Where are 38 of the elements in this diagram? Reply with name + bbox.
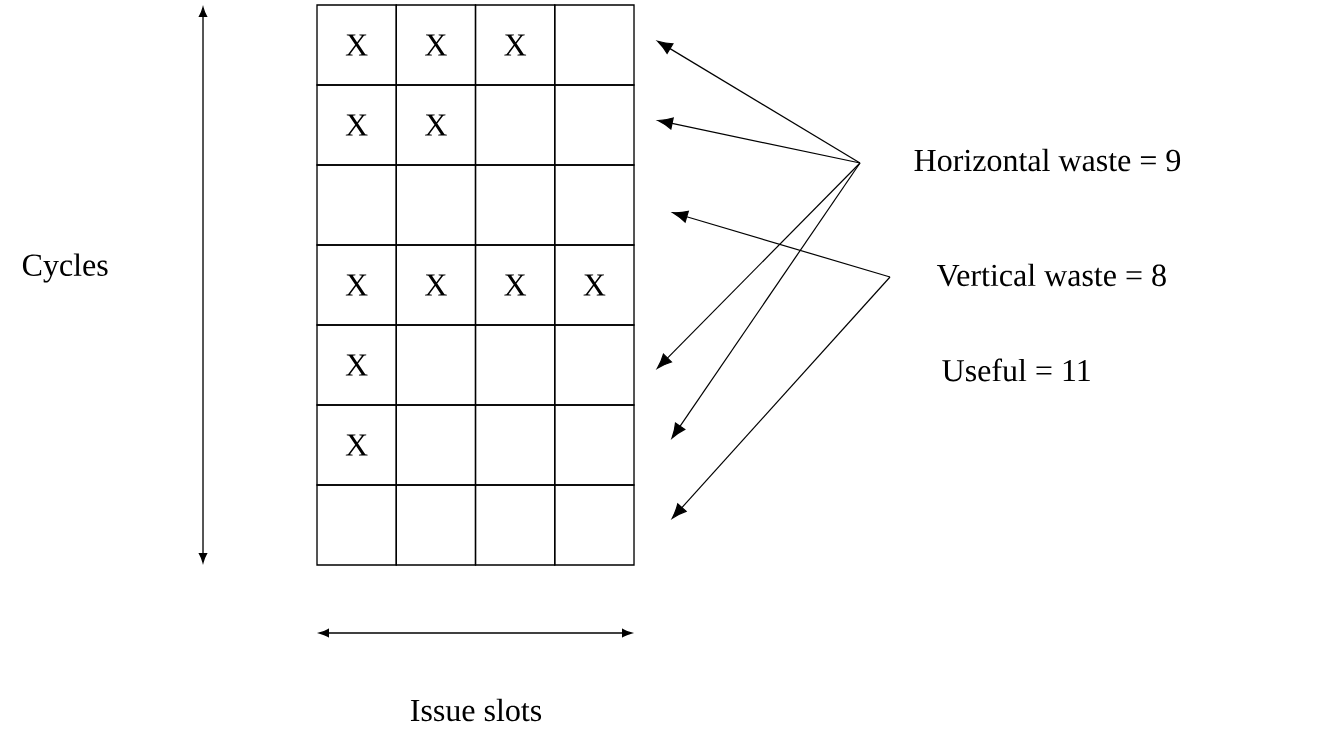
arrow xyxy=(657,40,861,164)
annotation-text: Useful = 11 xyxy=(942,358,1090,382)
arrow xyxy=(671,276,891,519)
grid-cell xyxy=(554,484,635,566)
arrow xyxy=(657,117,861,164)
grid-cell xyxy=(474,324,556,406)
arrow xyxy=(672,210,891,278)
grid-cell xyxy=(474,84,556,166)
grid-cell xyxy=(554,164,635,246)
grid-cell xyxy=(554,4,635,86)
annotation-text: Vertical waste = 8 xyxy=(936,263,1166,287)
grid-cell: X xyxy=(474,244,556,326)
grid-cell: X xyxy=(554,244,635,326)
grid-cell xyxy=(554,84,635,166)
grid-cell xyxy=(554,324,635,406)
grid-cell xyxy=(474,164,556,246)
arrow xyxy=(671,162,861,439)
grid-cell: X xyxy=(316,4,397,86)
grid-cell: X xyxy=(316,404,397,486)
grid-cell xyxy=(474,404,556,486)
grid-cell: X xyxy=(474,4,556,86)
grid-cell xyxy=(395,484,477,566)
axis-label: Cycles xyxy=(22,253,108,283)
grid-cell: X xyxy=(395,4,477,86)
grid-cell xyxy=(554,404,635,486)
annotation-text: Horizontal waste = 9 xyxy=(914,148,1181,172)
grid-cell: X xyxy=(316,84,397,166)
grid-cell xyxy=(395,324,477,406)
grid-cell: X xyxy=(316,244,397,326)
grid-cell xyxy=(316,484,397,566)
axis-label: Issue slots xyxy=(410,698,542,722)
grid-cell xyxy=(395,164,477,246)
grid-cell xyxy=(474,484,556,566)
grid-cell xyxy=(395,404,477,486)
grid-cell: X xyxy=(395,244,477,326)
grid-cell: X xyxy=(316,324,397,406)
grid-cell xyxy=(316,164,397,246)
grid-cell: X xyxy=(395,84,477,166)
